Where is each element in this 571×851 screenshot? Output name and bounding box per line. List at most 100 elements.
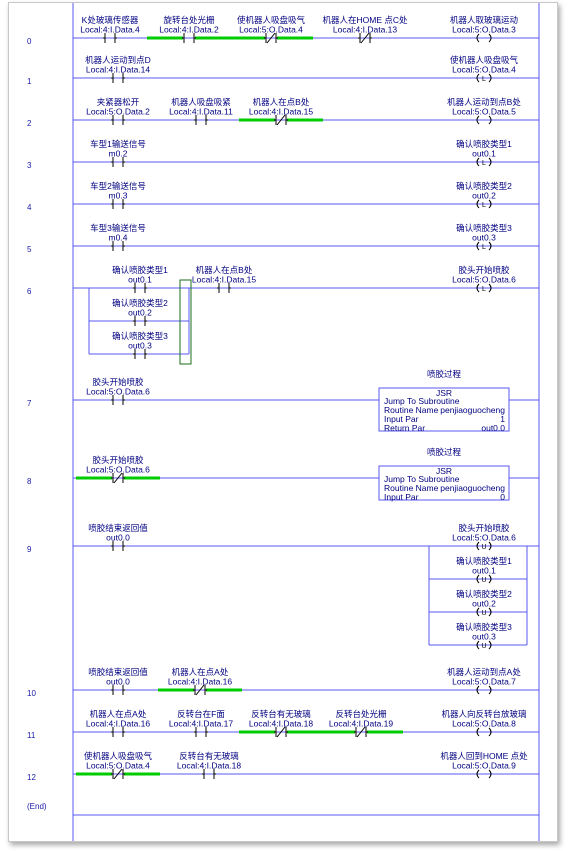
coil-label: 机器人向反转台放玻璃	[441, 709, 527, 719]
rung-number: 2	[27, 119, 32, 128]
contact-label: 胶头开始喷胶	[92, 377, 144, 387]
rung-number: 8	[27, 477, 32, 486]
coil-left-arc	[476, 541, 480, 551]
coil-letter: U	[481, 643, 486, 650]
coil-letter: U	[481, 577, 486, 584]
coil-left-arc	[476, 574, 480, 584]
coil-label: 机器人取玻璃运动	[450, 15, 519, 25]
rung-number: 11	[27, 731, 36, 740]
jsr-param-name: Input Par	[384, 414, 419, 424]
coil-letter: U	[481, 610, 486, 617]
contact-tag: out0.0	[106, 533, 130, 543]
jsr-title: JSR	[436, 388, 452, 398]
coil-label: 胶头开始喷胶	[458, 265, 510, 275]
coil-label: 确认喷胶类型1	[456, 556, 512, 566]
rung-number: 4	[27, 203, 32, 212]
rung-4[interactable]: 4	[27, 203, 539, 212]
contact-tag: Local:4:I.Data.18	[249, 719, 314, 729]
rung-9[interactable]: 9	[27, 545, 539, 646]
coil-right-arc	[488, 685, 492, 695]
coil-tag: out0.2	[472, 599, 496, 609]
rung-11[interactable]: 11	[27, 731, 539, 740]
contact-tag: m0.3	[109, 191, 128, 201]
contact-slash	[195, 684, 205, 696]
contact-tag: Local:4:I.Data.15	[249, 107, 314, 117]
contact-tag: Local:4:I.Data.14	[86, 65, 151, 75]
contact-slash	[266, 32, 276, 44]
contact-label: 机器人运动到点D	[85, 55, 151, 65]
coil-letter: L	[482, 202, 486, 209]
coil-left-arc	[476, 640, 480, 650]
rung-10[interactable]: 10	[27, 689, 539, 698]
rung-2[interactable]: 2	[27, 119, 539, 128]
contact-slash	[356, 726, 366, 738]
coil-left-arc	[476, 115, 480, 125]
contact-label: 使机器人吸盘吸气	[84, 751, 153, 761]
rung-6[interactable]: 6	[27, 279, 539, 365]
coil-label: 确认喷胶类型2	[456, 181, 512, 191]
coil-letter: L	[482, 244, 486, 251]
coil-left-arc	[476, 157, 480, 167]
jsr-param-value: penjiaoguocheng	[440, 483, 505, 493]
contact-label: 车型3输送信号	[90, 223, 146, 233]
contact-label: 反转台在F面	[177, 709, 225, 719]
contact-tag: Local:4:I.Data.17	[169, 719, 234, 729]
coil-letter: U	[481, 544, 486, 551]
rung-5[interactable]: 5	[27, 245, 539, 254]
coil-right-arc	[488, 640, 492, 650]
coil-right-arc	[488, 283, 492, 293]
contact-label: 喷胶结束返回值	[88, 523, 148, 533]
jsr-label: 喷胶过程	[427, 369, 462, 379]
rung-number: 7	[27, 399, 32, 408]
rung-3[interactable]: 3	[27, 161, 539, 170]
contact-label: 机器人在点A处	[172, 667, 229, 677]
coil-label: 确认喷胶类型2	[456, 589, 512, 599]
coil-left-arc	[476, 241, 480, 251]
contact-label: 机器人在点B处	[253, 97, 310, 107]
rung-1[interactable]: 1	[27, 77, 539, 86]
contact-tag: out0.0	[106, 677, 130, 687]
